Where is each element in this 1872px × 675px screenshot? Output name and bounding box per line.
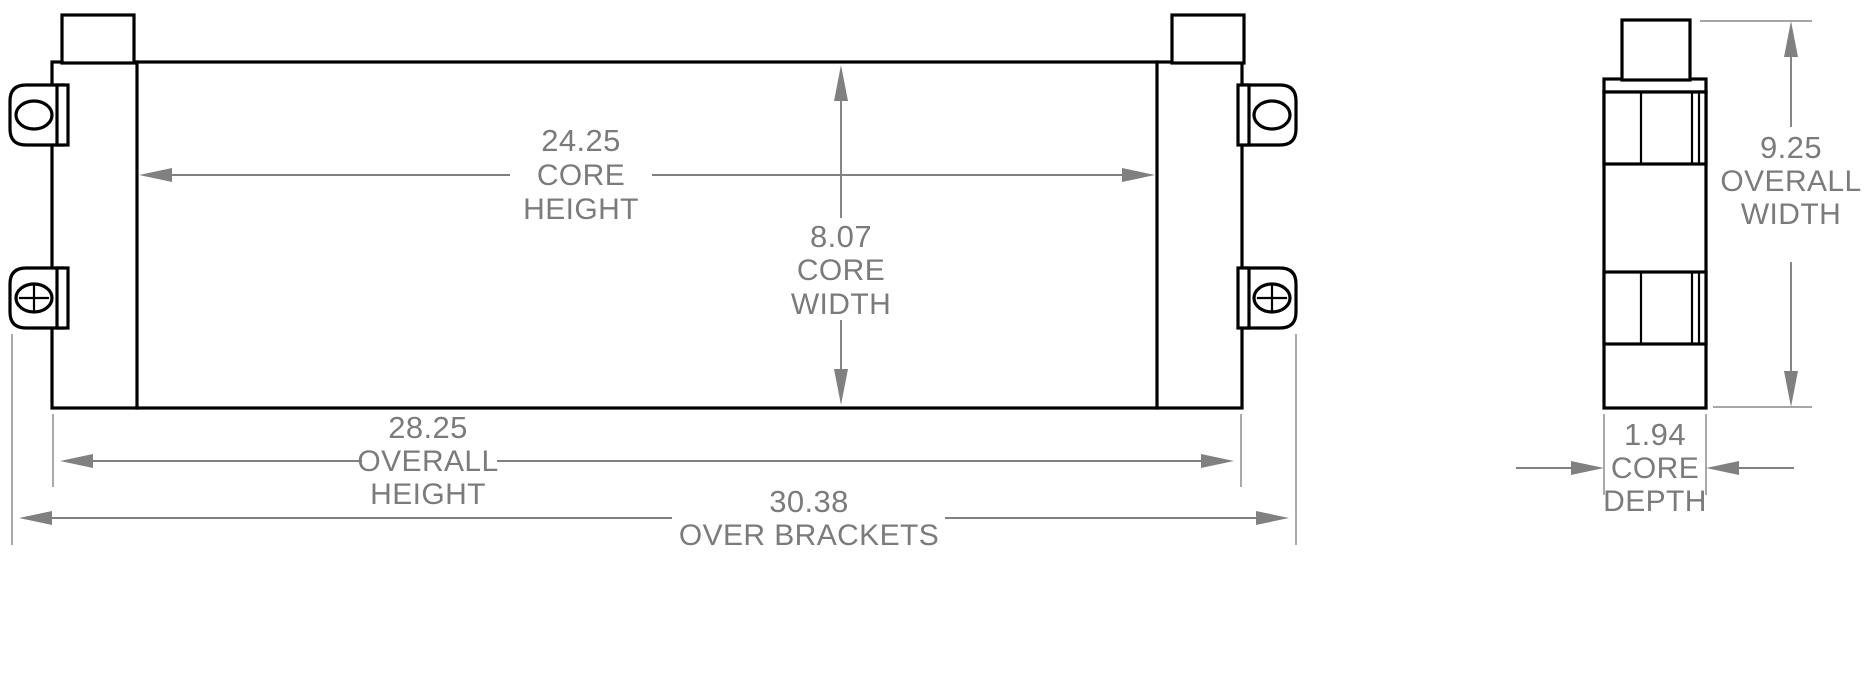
side-top-port [1620, 18, 1692, 82]
overall-height-arrow-right [1201, 454, 1234, 468]
overall-width-arrow-top [1784, 21, 1798, 57]
overall-width-arrow-bottom [1784, 371, 1798, 407]
bracket-right-upper-rib [1236, 83, 1251, 147]
core-height-value: 24.25 [541, 123, 621, 158]
front-view [8, 13, 1298, 410]
side-upper-bracket-zone [1602, 90, 1708, 166]
bracket-left-upper-hole [14, 99, 54, 131]
bracket-right-lower-rib [1236, 266, 1251, 330]
side-view [1602, 18, 1708, 410]
front-right-port [1170, 13, 1246, 65]
core-width-label-1: CORE [797, 254, 885, 287]
bracket-left-lower [8, 266, 70, 330]
overall-height-value: 28.25 [388, 410, 468, 445]
core-depth-label-2: DEPTH [1603, 485, 1707, 518]
overall-height-arrow-left [60, 454, 93, 468]
over-brackets-value: 30.38 [769, 484, 849, 519]
dimension-core-height: 24.25 CORE HEIGHT [139, 123, 1155, 226]
front-body-outline [50, 60, 1244, 410]
overall-width-label-1: OVERALL [1720, 165, 1861, 198]
dimension-over-brackets: 30.38 OVER BRACKETS [11, 334, 1297, 552]
bracket-right-lower [1236, 266, 1298, 330]
overall-height-label-2: HEIGHT [370, 478, 486, 511]
core-height-arrow-right [1122, 168, 1155, 182]
bracket-left-upper-rib [55, 83, 70, 147]
bracket-right-upper-hole [1252, 99, 1292, 131]
bracket-right-upper [1236, 83, 1298, 147]
core-depth-value: 1.94 [1624, 417, 1686, 452]
overall-height-label-1: OVERALL [357, 445, 498, 478]
over-brackets-arrow-right [1256, 511, 1289, 525]
bracket-left-lower-rib [55, 266, 70, 330]
dimension-core-depth: 1.94 CORE DEPTH [1516, 414, 1794, 518]
core-width-label-2: WIDTH [791, 288, 891, 321]
core-width-arrow-bottom [834, 369, 848, 405]
overall-width-value: 9.25 [1760, 130, 1822, 165]
core-height-arrow-left [139, 168, 172, 182]
core-depth-arrow-left [1571, 461, 1604, 475]
core-height-label-1: CORE [537, 159, 625, 192]
side-lower-bracket-zone [1602, 270, 1708, 346]
dimension-overall-width: 9.25 OVERALL WIDTH [1700, 20, 1861, 408]
core-width-value: 8.07 [810, 219, 872, 254]
core-height-label-2: HEIGHT [523, 193, 639, 226]
core-width-arrow-top [834, 65, 848, 101]
dimension-overall-height: 28.25 OVERALL HEIGHT [52, 410, 1242, 511]
over-brackets-arrow-left [19, 511, 52, 525]
core-depth-label-1: CORE [1611, 452, 1699, 485]
overall-width-label-2: WIDTH [1741, 198, 1841, 231]
core-depth-arrow-right [1706, 461, 1739, 475]
dimension-core-width: 8.07 CORE WIDTH [791, 65, 891, 405]
front-left-port [60, 13, 136, 65]
bracket-left-upper [8, 83, 70, 147]
over-brackets-label-1: OVER BRACKETS [679, 519, 939, 552]
